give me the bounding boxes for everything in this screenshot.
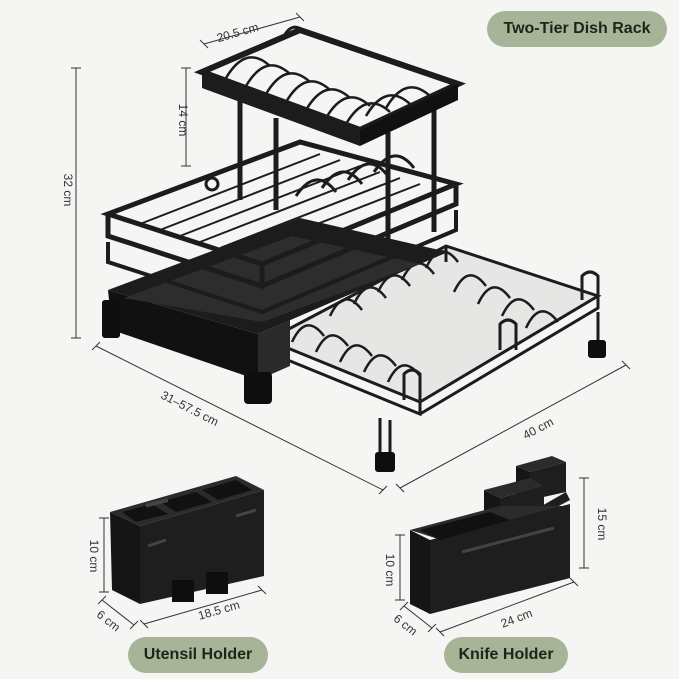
utensil-badge: Utensil Holder xyxy=(128,637,268,673)
dim-total-height: 32 cm xyxy=(61,174,75,207)
rack-foot xyxy=(375,452,395,472)
support-posts xyxy=(237,94,437,248)
hook xyxy=(204,176,220,192)
utensil-holder xyxy=(110,476,264,604)
rack-foot xyxy=(588,340,606,358)
dim-knife-height-tall: 15 cm xyxy=(595,508,609,541)
lower-tier xyxy=(100,139,464,315)
knife-label: Knife Holder xyxy=(458,646,554,663)
dish-rack xyxy=(100,25,606,472)
drip-tray xyxy=(102,218,448,404)
dim-top-width: 20.5 cm xyxy=(215,20,260,45)
dim-top-height: 14 cm xyxy=(176,104,190,137)
dim-utensil-width: 18.5 cm xyxy=(196,598,241,623)
knife-badge: Knife Holder xyxy=(444,637,568,673)
dimension-lines xyxy=(71,12,631,637)
title-badge: Two-Tier Dish Rack xyxy=(487,11,667,47)
knife-holder xyxy=(410,456,570,614)
dim-depth: 40 cm xyxy=(520,415,555,443)
utensil-label: Utensil Holder xyxy=(143,646,253,663)
dim-utensil-height: 10 cm xyxy=(87,540,101,573)
dim-utensil-depth: 6 cm xyxy=(94,607,123,634)
dim-extend-width: 31–57.5 cm xyxy=(159,388,221,429)
dim-knife-height-small: 10 cm xyxy=(383,554,397,587)
title-text: Two-Tier Dish Rack xyxy=(503,20,651,37)
dim-knife-width: 24 cm xyxy=(499,606,535,631)
top-tier xyxy=(193,25,466,146)
